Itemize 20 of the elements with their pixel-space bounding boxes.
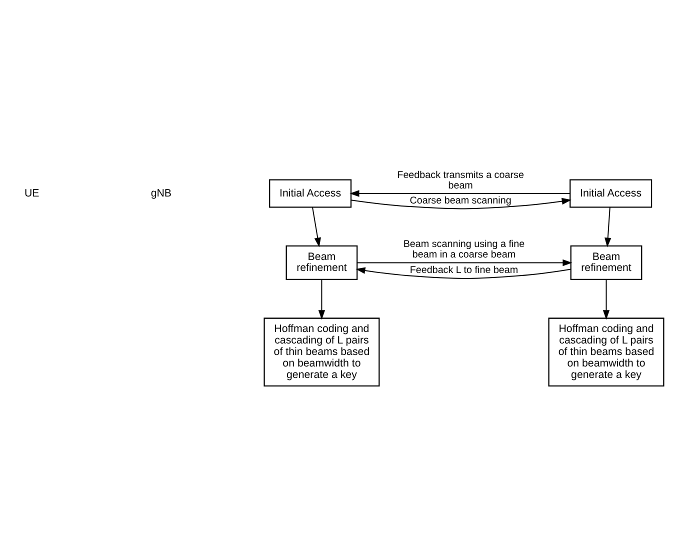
label: UE	[24, 187, 40, 200]
label: gNB	[150, 187, 172, 200]
node-box: Hoffman coding and cascading of L pairs of thin beams based on beamwidth to generate a key	[264, 318, 380, 387]
arrow	[318, 279, 326, 320]
node-box: Beam refinement	[286, 245, 358, 280]
edge-label: Feedback L to fine beam	[410, 264, 518, 276]
node-box: Initial Access	[570, 179, 652, 208]
arrow	[312, 206, 321, 248]
arrow	[350, 190, 571, 197]
arrow	[604, 206, 612, 248]
edge-label: Coarse beam scanning	[410, 196, 512, 207]
arrow	[356, 259, 572, 266]
node-box: Hoffman coding and cascading of L pairs of thin beams based on beamwidth to generate a key	[548, 318, 664, 387]
arrow	[350, 198, 572, 210]
arrow	[602, 279, 610, 320]
node-box: Initial Access	[269, 179, 352, 208]
edge-label: Beam scanning using a fine beam in a coarse beam	[403, 239, 525, 261]
node-box: Beam refinement	[570, 245, 642, 280]
arrow	[356, 267, 572, 279]
edge-label: Feedback transmits a coarse beam	[397, 170, 524, 192]
